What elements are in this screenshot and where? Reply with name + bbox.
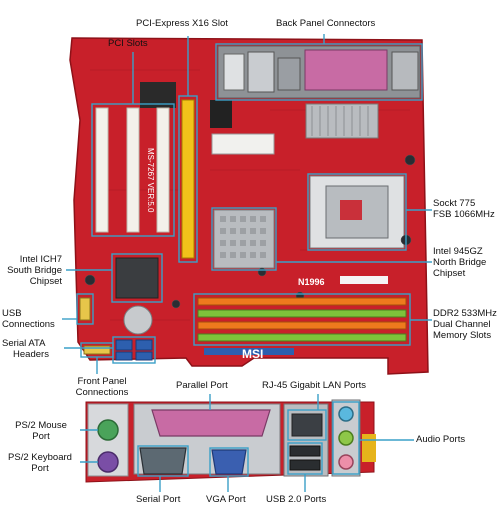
box-audio — [332, 401, 360, 475]
label-socket: Sockt 775 FSB 1066MHz — [433, 198, 495, 220]
label-north-bridge: Intel 945GZ North Bridge Chipset — [433, 246, 486, 279]
label-sata-line2: Headers — [13, 349, 49, 360]
ps2-stack-top — [223, 53, 245, 91]
closeup-serial-port — [139, 447, 187, 475]
closeup-callouts — [80, 394, 414, 492]
label-sata-headers: Serial ATA Headers — [2, 338, 60, 360]
label-south-line1: Intel ICH7 — [19, 254, 62, 265]
back-panel-closeup — [85, 399, 376, 483]
label-ddr2: DDR2 533MHz Dual Channel Memory Slots — [433, 308, 497, 341]
label-usb-line1: USB — [2, 308, 22, 319]
south-bridge-chip — [115, 257, 159, 299]
dimm-slot-2 — [197, 309, 407, 318]
label-ps2-kbd-line1: PS/2 Keyboard — [8, 452, 72, 463]
sata-header-4 — [135, 351, 153, 361]
sata-header-3 — [115, 351, 133, 361]
label-ps2-mouse-line2: Port — [32, 431, 50, 442]
atx-power-connector — [211, 133, 275, 155]
label-sata-line1: Serial ATA — [2, 338, 46, 349]
label-usb2-ports: USB 2.0 Ports — [266, 494, 327, 505]
cmos-battery — [123, 305, 153, 335]
pci-slot-3 — [156, 107, 170, 233]
parallel-port-top — [304, 49, 388, 91]
callout-north-bridge-box — [211, 207, 277, 271]
dimm-slot-4 — [197, 333, 407, 342]
label-usb-line2: Connections — [2, 319, 55, 330]
label-north-line1: Intel 945GZ — [433, 246, 483, 257]
label-ddr-line3: Memory Slots — [433, 330, 492, 341]
label-front-line1: Front Panel — [77, 376, 127, 387]
label-pcie-slot: PCI-Express X16 Slot — [136, 18, 228, 29]
audio-stack-top — [391, 51, 419, 91]
bios-chip — [210, 100, 232, 128]
label-ps2-mouse-line1: PS/2 Mouse — [15, 420, 67, 431]
label-south-line3: Chipset — [29, 276, 62, 287]
label-front-panel: Front Panel Connections — [72, 376, 132, 398]
label-south-bridge: Intel ICH7 South Bridge Chipset — [2, 254, 62, 287]
label-back-panel: Back Panel Connectors — [276, 18, 376, 29]
front-panel-pin-header — [83, 345, 111, 355]
closeup-yellow-header — [362, 434, 376, 462]
label-north-line2: North Bridge — [433, 257, 487, 268]
dimm-slot-3 — [197, 321, 407, 330]
board-brand-silkscreen: MSI — [242, 347, 263, 361]
callout-south-bridge-box — [111, 253, 163, 303]
closeup-audio-mic — [338, 454, 354, 470]
label-ps2-keyboard: PS/2 Keyboard Port — [2, 452, 78, 474]
closeup-parallel-port — [151, 409, 271, 437]
label-south-line2: South Bridge — [7, 265, 62, 276]
closeup-vga-port — [211, 449, 247, 475]
pcie-x16-slot — [181, 99, 195, 259]
closeup-rj45-port — [291, 413, 323, 437]
closeup-ps2-keyboard-port — [97, 451, 119, 473]
usb-lan-stack-top — [277, 57, 301, 91]
closeup-usb-port-2 — [289, 459, 321, 471]
board-rev-silkscreen: N1996 — [298, 277, 325, 287]
board-model-silkscreen: MS-7267 VER:5.0 — [146, 148, 155, 213]
pci-slot-2 — [126, 107, 140, 233]
label-vga-port: VGA Port — [206, 494, 246, 505]
callout-back-panel-box — [215, 43, 423, 101]
label-usb-connections: USB Connections — [2, 308, 55, 330]
label-ps2-mouse: PS/2 Mouse Port — [6, 420, 76, 442]
box-vga — [209, 447, 249, 477]
label-lan-ports: RJ-45 Gigabit LAN Ports — [262, 380, 367, 391]
label-front-line2: Connections — [75, 387, 129, 398]
serial-vga-stack-top — [247, 51, 275, 93]
closeup-audio-line-out — [338, 430, 354, 446]
label-pci-slots: PCI Slots — [108, 38, 148, 49]
mosfet-heatsink — [305, 103, 379, 139]
callout-socket-box — [307, 173, 407, 251]
bottom-blue-slot — [204, 348, 294, 355]
callouts — [62, 34, 432, 374]
label-serial-port: Serial Port — [136, 494, 181, 505]
label-audio-ports: Audio Ports — [416, 434, 466, 445]
motherboard: MS-7267 VER:5.0 N1996 — [69, 37, 429, 375]
label-ddr-line1: DDR2 533MHz — [433, 308, 497, 319]
closeup-audio-line-in — [338, 406, 354, 422]
closeup-usb-port-1 — [289, 445, 321, 457]
barcode-sticker — [340, 276, 388, 284]
usb-pin-header — [79, 297, 91, 321]
callout-usb-box — [76, 293, 94, 325]
box-lan — [287, 409, 327, 441]
sata-header-2 — [135, 339, 153, 351]
cpu-socket-center — [340, 200, 362, 220]
pci-slot-1 — [95, 107, 109, 233]
closeup-ps2-mouse-port — [97, 419, 119, 441]
label-ps2-kbd-line2: Port — [31, 463, 49, 474]
sata-header-1 — [115, 339, 133, 351]
dimm-slot-1 — [197, 297, 407, 306]
label-ddr-line2: Dual Channel — [433, 319, 491, 330]
box-serial — [137, 445, 189, 477]
label-north-line3: Chipset — [433, 268, 466, 279]
label-socket-line1: Sockt 775 — [433, 198, 476, 209]
label-parallel-port: Parallel Port — [176, 380, 228, 391]
label-socket-line2: FSB 1066MHz — [433, 209, 495, 220]
